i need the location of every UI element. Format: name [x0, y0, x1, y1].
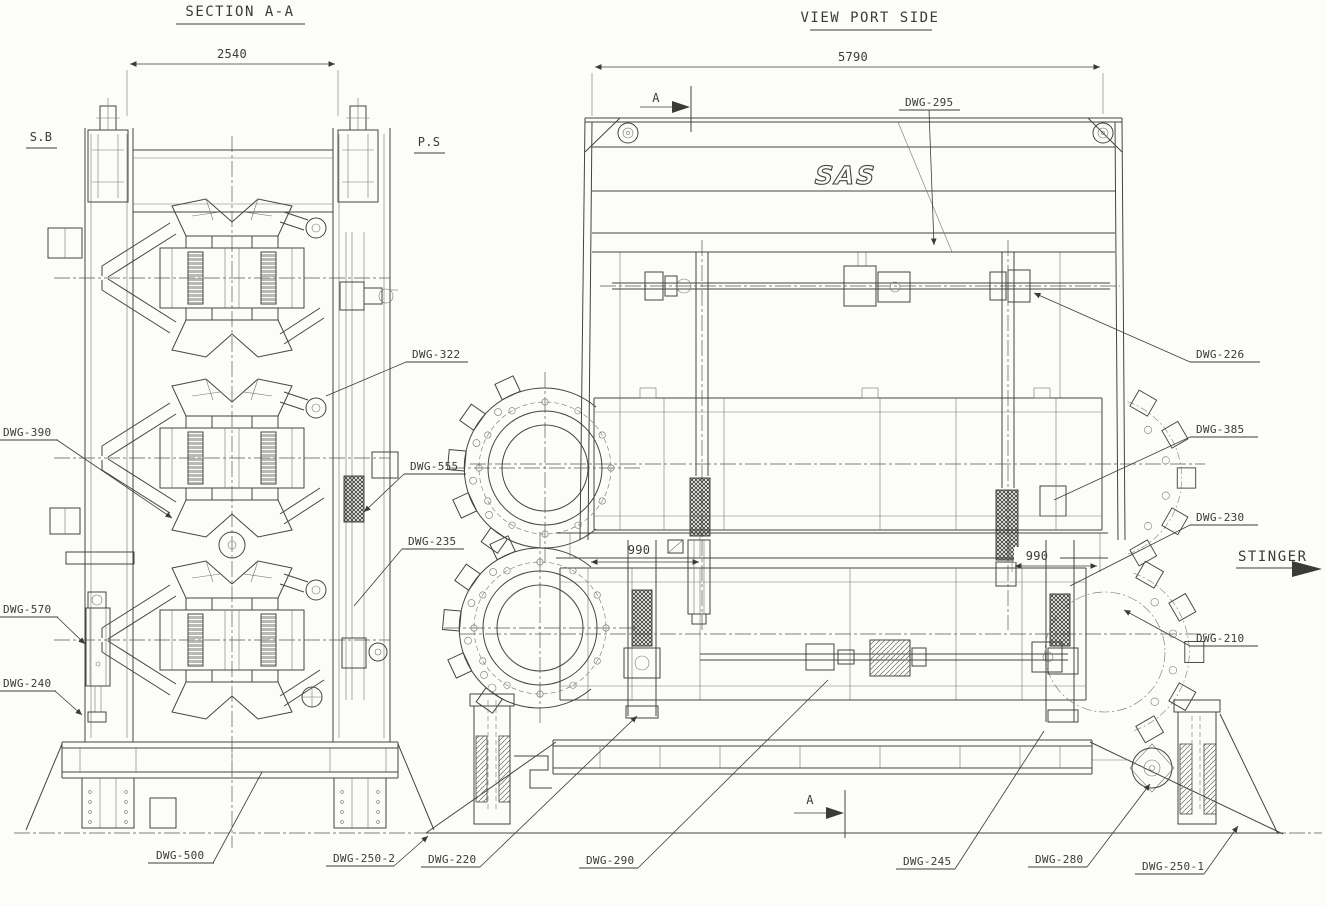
svg-text:DWG-385: DWG-385	[1196, 423, 1244, 436]
callout-dwg-500: DWG-500	[148, 771, 263, 864]
svg-text:DWG-226: DWG-226	[1196, 348, 1244, 361]
svg-text:DWG-235: DWG-235	[408, 535, 456, 548]
section-view-title: SECTION A-A	[185, 4, 294, 20]
callout-dwg-570: DWG-570	[0, 603, 86, 645]
callout-dwg-385: DWG-385	[1053, 423, 1258, 501]
label-starboard: S.B	[30, 130, 53, 144]
svg-text:DWG-250-1: DWG-250-1	[1142, 860, 1204, 873]
svg-text:DWG-290: DWG-290	[586, 854, 634, 867]
dim-5790-value: 5790	[838, 50, 868, 64]
callout-dwg-250-2: DWG-250-2	[326, 835, 429, 867]
svg-text:DWG-240: DWG-240	[3, 677, 51, 690]
section-aa-view	[25, 61, 435, 848]
svg-text:DWG-280: DWG-280	[1035, 853, 1083, 866]
lower-columns	[623, 540, 1079, 723]
svg-text:DWG-390: DWG-390	[3, 426, 51, 439]
callout-dwg-210: DWG-210	[1123, 609, 1258, 647]
sas-logo: SAS	[814, 161, 877, 190]
stinger-label: STINGER	[1238, 549, 1308, 565]
svg-text:DWG-230: DWG-230	[1196, 511, 1244, 524]
svg-text:DWG-210: DWG-210	[1196, 632, 1244, 645]
callout-dwg-390: DWG-390	[0, 426, 173, 519]
svg-text:DWG-245: DWG-245	[903, 855, 951, 868]
lower-drive-shaft	[700, 639, 1068, 677]
top-drive-shaft	[600, 252, 1120, 307]
port-view-title: VIEW PORT SIDE	[800, 10, 939, 26]
callout-dwg-240: DWG-240	[0, 677, 83, 716]
dimension-2540	[126, 61, 339, 116]
callout-dwg-230: DWG-230	[1069, 511, 1258, 587]
svg-text:DWG-322: DWG-322	[412, 348, 460, 361]
port-base	[425, 739, 1284, 835]
section-marker-a-top: A	[640, 86, 692, 132]
section-marker-a-bottom: A	[794, 790, 846, 838]
dim-2540-value: 2540	[217, 47, 247, 61]
svg-text:DWG-295: DWG-295	[905, 96, 953, 109]
svg-text:DWG-250-2: DWG-250-2	[333, 852, 395, 865]
annotations: SECTION A-A VIEW PORT SIDE 2540 5790 990…	[0, 4, 1322, 875]
lower-track	[441, 531, 1215, 744]
callout-dwg-290: DWG-290	[579, 679, 829, 869]
callout-dwg-250-1: DWG-250-1	[1135, 825, 1239, 875]
stinger-direction: STINGER	[1236, 549, 1322, 577]
svg-text:DWG-220: DWG-220	[428, 853, 476, 866]
stinger-arrow-icon	[1292, 561, 1322, 577]
left-support-jack	[469, 683, 552, 825]
callout-dwg-322: DWG-322	[325, 348, 468, 397]
svg-text:DWG-500: DWG-500	[156, 849, 204, 862]
screw-jacks	[687, 240, 1067, 630]
right-support-jack	[1092, 699, 1279, 835]
callout-dwg-235: DWG-235	[353, 535, 464, 607]
section-base	[25, 741, 435, 831]
dimension-990-right	[1011, 547, 1101, 572]
callout-dwg-295: DWG-295	[899, 96, 960, 246]
hydraulic-cylinder	[85, 591, 111, 723]
callout-dwg-245: DWG-245	[896, 730, 1045, 870]
svg-text:A: A	[652, 91, 660, 105]
svg-text:DWG-570: DWG-570	[3, 603, 51, 616]
column-section-top-left	[87, 129, 129, 203]
port-side-view: SAS	[425, 64, 1284, 835]
svg-text:A: A	[806, 793, 814, 807]
ps-track-drive	[301, 232, 399, 708]
callout-dwg-280: DWG-280	[1028, 783, 1151, 868]
dim-990-left-value: 990	[628, 543, 651, 557]
callout-dwg-555: DWG-555	[363, 460, 466, 513]
dim-990-right-value: 990	[1026, 549, 1049, 563]
column-section-top-right	[337, 129, 379, 203]
main-frame	[579, 117, 1126, 541]
dimension-5790	[591, 64, 1104, 116]
callout-dwg-226: DWG-226	[1033, 292, 1260, 363]
upper-track	[446, 371, 1205, 567]
svg-text:DWG-555: DWG-555	[410, 460, 458, 473]
callout-dwg-220: DWG-220	[421, 715, 638, 868]
label-portside: P.S	[418, 135, 441, 149]
